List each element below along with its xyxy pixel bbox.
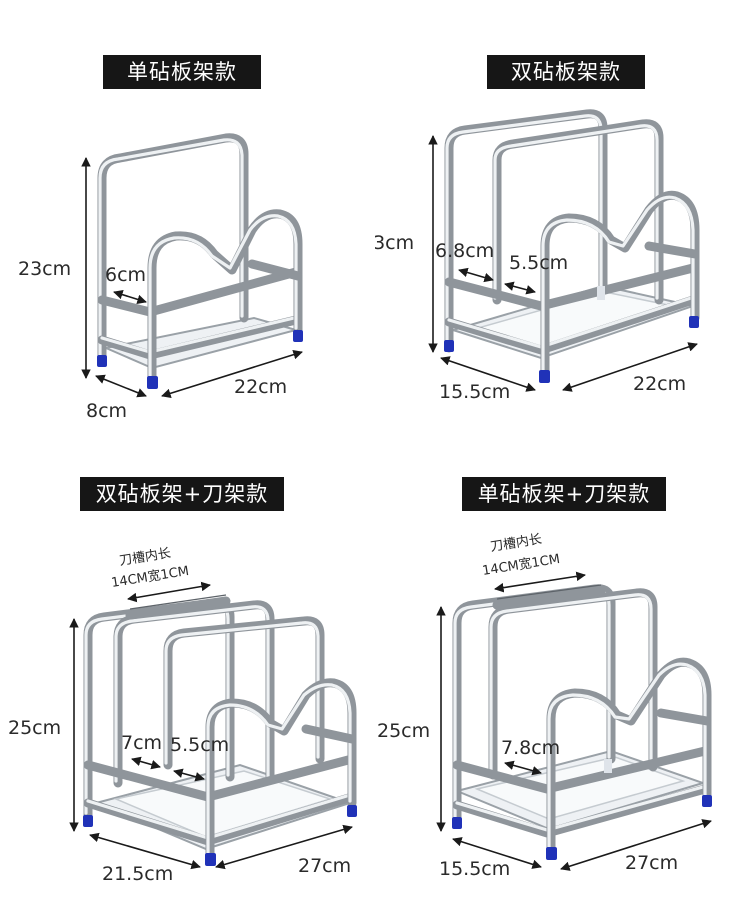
foot bbox=[83, 815, 93, 827]
slot1-label: 7cm bbox=[121, 732, 162, 754]
single-board-knife-rack-illustration: 刀槽内长 14CM宽1CM 25cm 7.8cm 15.5cm 27cm bbox=[377, 531, 712, 880]
foot bbox=[452, 817, 462, 829]
foot bbox=[293, 330, 303, 342]
foot bbox=[546, 847, 557, 860]
foot bbox=[689, 316, 699, 328]
product-panel-double-board: 双砧板架款 23cm 6.8cm bbox=[375, 0, 750, 459]
depth-label: 21.5cm bbox=[102, 863, 173, 885]
slot2-label: 5.5cm bbox=[509, 252, 568, 274]
slot1-label: 6.8cm bbox=[435, 240, 494, 262]
foot bbox=[97, 355, 107, 367]
depth-label: 15.5cm bbox=[439, 858, 510, 880]
length-label: 27cm bbox=[298, 855, 351, 877]
knife-slot-label-line2: 14CM宽1CM bbox=[481, 551, 561, 579]
foot bbox=[347, 805, 357, 817]
panel-title: 双砧板架款 bbox=[487, 55, 645, 89]
height-label: 25cm bbox=[377, 720, 430, 742]
foot bbox=[539, 370, 550, 383]
foot bbox=[444, 340, 454, 352]
length-label: 22cm bbox=[633, 373, 686, 395]
product-panel-single-board: 单砧板架款 23cm 6cm 8cm 22cm bbox=[0, 0, 375, 459]
single-board-rack-illustration: 23cm 6cm 8cm 22cm bbox=[18, 133, 303, 422]
foot bbox=[205, 853, 216, 866]
product-panel-single-board-knife: 单砧板架+刀架款 刀槽内长 14CM宽1CM bbox=[375, 459, 750, 918]
product-panel-double-board-knife: 双砧板架+刀架款 刀槽内长 14CM宽1C bbox=[0, 459, 375, 918]
slot-label: 7.8cm bbox=[501, 737, 560, 759]
foot bbox=[702, 795, 712, 807]
height-label: 25cm bbox=[8, 717, 61, 739]
double-board-rack-illustration: 23cm 6.8cm 5.5cm 15.5cm 22cm bbox=[375, 109, 700, 403]
panel-title: 单砧板架+刀架款 bbox=[462, 477, 666, 511]
height-label: 23cm bbox=[375, 232, 414, 254]
slot2-label: 5.5cm bbox=[170, 734, 229, 756]
knife-slot-label-line1: 刀槽内长 bbox=[489, 531, 543, 555]
knife-slot-label-line1: 刀槽内长 bbox=[118, 545, 172, 569]
panel-title: 双砧板架+刀架款 bbox=[80, 477, 284, 511]
foot bbox=[147, 376, 158, 389]
panel-title: 单砧板架款 bbox=[103, 55, 261, 89]
height-label: 23cm bbox=[18, 258, 71, 280]
double-board-knife-rack-illustration: 刀槽内长 14CM宽1CM 25cm 7cm 5.5cm 21.5cm 27cm bbox=[8, 545, 357, 885]
slot-label: 6cm bbox=[105, 264, 146, 286]
length-label: 22cm bbox=[234, 376, 287, 398]
depth-label: 15.5cm bbox=[439, 381, 510, 403]
length-label: 27cm bbox=[625, 852, 678, 874]
depth-label: 8cm bbox=[86, 400, 127, 422]
